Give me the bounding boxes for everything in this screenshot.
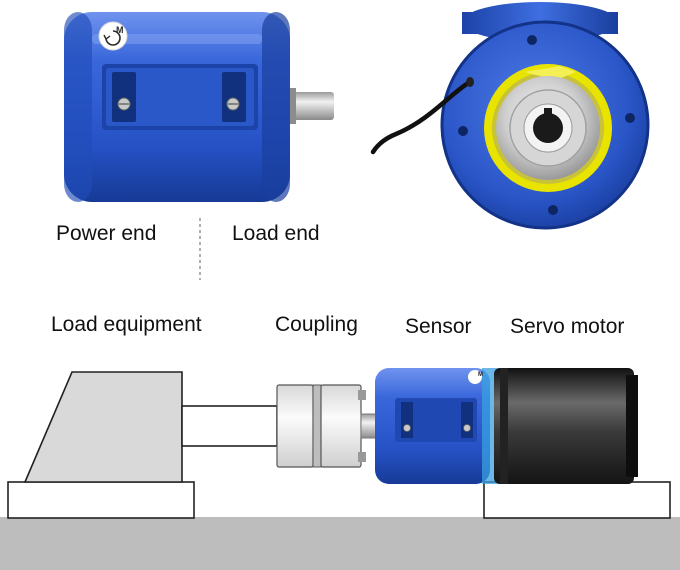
arrow-head (103, 34, 111, 41)
mount-hole-icon (548, 205, 558, 215)
sensor-cable (370, 79, 473, 155)
load-end-label: Load end (232, 222, 320, 245)
load-base (7, 481, 195, 519)
screw-icon (403, 424, 411, 432)
mount-hole-icon (625, 113, 635, 123)
installation-diagram: M (0, 368, 680, 570)
sensor-face-photo (370, 2, 650, 230)
sensor-face-rim (440, 20, 650, 230)
sensor-groove-inner (106, 68, 254, 126)
cable-gland (466, 77, 474, 87)
sensor-side-photo: M (64, 12, 334, 202)
diagram-sensor: M (375, 368, 498, 484)
sensor-marking-text: M (116, 25, 124, 35)
sensor-slot-right (222, 72, 246, 122)
power-end-label: Power end (56, 222, 157, 245)
sensor-rim-left (64, 12, 92, 202)
sensor-label: Sensor (405, 315, 472, 338)
load-shaft (181, 405, 278, 447)
sensor-rim-right (262, 12, 290, 202)
sensor-shaft (290, 92, 334, 120)
keyway (544, 108, 552, 116)
servo-motor (494, 368, 638, 484)
shaft-collar (290, 88, 296, 124)
sensor-slot-left (112, 72, 136, 122)
servo-motor-label: Servo motor (510, 315, 625, 338)
diagram-sensor-marking: M (478, 372, 483, 378)
mount-hole-icon (527, 35, 537, 45)
shaft-bore (533, 113, 563, 143)
ring-arrow-icon (524, 66, 576, 80)
rotation-marking-badge (98, 21, 128, 51)
coupling (276, 384, 366, 468)
floor (0, 517, 680, 570)
load-equipment (23, 371, 183, 483)
load-equipment-label: Load equipment (51, 313, 202, 336)
rotation-arrow-icon (105, 30, 121, 46)
motor-base (483, 481, 671, 519)
sensor-highlight (92, 34, 262, 44)
screw-icon (463, 424, 471, 432)
rotation-marking-badge (468, 370, 482, 384)
mount-hole-icon (458, 126, 468, 136)
coupling-label: Coupling (275, 313, 358, 336)
